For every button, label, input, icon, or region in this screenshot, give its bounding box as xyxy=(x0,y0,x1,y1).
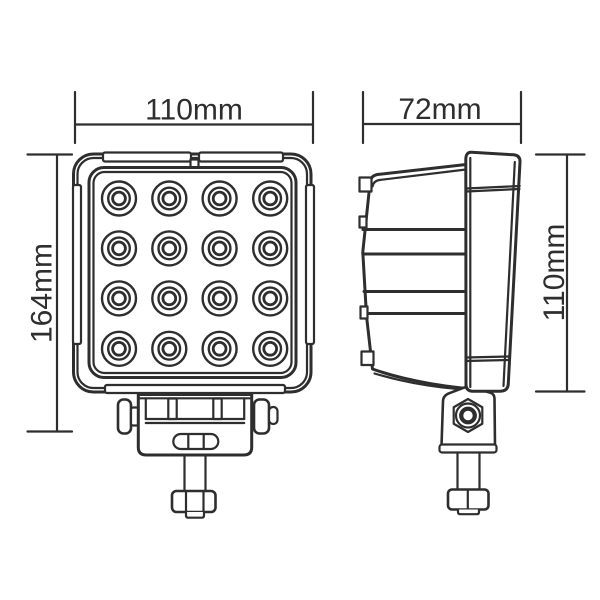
side-bezel-bottom-band xyxy=(464,355,510,363)
lens-bezel-outline xyxy=(87,166,298,379)
front-bolt-tip xyxy=(184,510,206,519)
top-rail-left xyxy=(101,151,193,163)
side-bolt-tip xyxy=(456,508,481,516)
pivot-bolt-center xyxy=(459,406,477,425)
led-lens-ring-2 xyxy=(207,286,232,311)
dim-label-front-width: 110mm xyxy=(145,94,243,127)
led-lens-ring-1 xyxy=(201,180,238,217)
dimension-front-width: 110mm xyxy=(73,90,315,145)
led-lens-ring-2 xyxy=(106,336,131,361)
pivot-base-plate xyxy=(438,443,498,454)
led-lens-ring-1 xyxy=(100,330,138,367)
front-nut xyxy=(170,489,217,514)
dimensions: 110mm 72mm 164mm 110mm xyxy=(26,90,586,433)
led-lens-ring-3 xyxy=(262,190,279,207)
bracket-body xyxy=(136,393,254,457)
led-lens-ring-3 xyxy=(211,240,228,257)
front-mounting-bracket xyxy=(116,393,279,519)
led-lens-ring-1 xyxy=(252,230,289,267)
rear-tab-3 xyxy=(359,305,369,320)
led-lens-ring-1 xyxy=(252,280,289,317)
led-lens-ring-2 xyxy=(258,186,283,211)
led-lens-ring-1 xyxy=(100,230,138,267)
led-lens-ring-1 xyxy=(201,230,238,267)
led-lens-ring-1 xyxy=(100,180,138,217)
led-lens-ring-1 xyxy=(252,330,289,367)
led-lens-ring-2 xyxy=(258,336,283,361)
led-lens-ring-2 xyxy=(106,286,131,311)
side-bezel-right-inner-line xyxy=(502,160,516,388)
dimension-side-height: 110mm xyxy=(534,153,586,393)
led-lens-ring-1 xyxy=(151,280,188,317)
led-lens-ring-3 xyxy=(161,290,178,307)
led-lens-ring-1 xyxy=(151,180,188,217)
led-lens-ring-2 xyxy=(258,286,283,311)
led-lens-ring-3 xyxy=(211,290,228,307)
side-body-bottom-line xyxy=(373,372,460,391)
led-lens-ring-1 xyxy=(100,280,138,317)
led-lens-ring-3 xyxy=(262,290,279,307)
led-lens-ring-3 xyxy=(111,240,127,257)
side-bezel-top-band xyxy=(464,184,521,193)
led-lens-ring-2 xyxy=(207,336,232,361)
top-rail-right xyxy=(197,151,285,163)
led-lens-ring-2 xyxy=(157,236,182,261)
side-stem xyxy=(456,451,481,491)
bracket-left-knob xyxy=(116,398,133,435)
led-lens-ring-1 xyxy=(201,280,238,317)
bracket-rib-left xyxy=(167,397,178,421)
front-nut-facets xyxy=(184,490,205,513)
led-lens-ring-3 xyxy=(211,190,228,207)
led-lens-ring-2 xyxy=(157,286,182,311)
front-stem xyxy=(183,453,207,493)
rear-tab-2 xyxy=(358,215,368,229)
led-lens-ring-3 xyxy=(111,190,127,207)
led-lens-ring-3 xyxy=(161,340,178,357)
bracket-rib-right xyxy=(212,397,223,421)
rear-tab-4 xyxy=(360,350,375,367)
dimension-front-height: 164mm xyxy=(26,153,74,433)
led-lens-ring-3 xyxy=(211,340,228,357)
dimension-side-depth: 72mm xyxy=(361,90,523,145)
bottom-rail xyxy=(103,383,287,395)
led-lens-ring-3 xyxy=(262,240,279,257)
fin-lines xyxy=(361,228,467,315)
side-view xyxy=(358,150,522,516)
led-lens-ring-3 xyxy=(161,190,178,207)
led-lens-ring-3 xyxy=(262,340,279,357)
pivot-washer xyxy=(454,402,482,429)
led-lens-ring-1 xyxy=(252,180,289,217)
lens-bezel-inner-line xyxy=(92,170,293,375)
led-lens-ring-3 xyxy=(111,340,127,357)
dim-label-side-depth: 72mm xyxy=(398,93,481,126)
bracket-slot-lines xyxy=(187,433,205,450)
bracket-right-knob xyxy=(252,398,271,435)
led-lens-ring-1 xyxy=(151,330,188,367)
bracket-inner-walls xyxy=(144,397,246,421)
led-lens-ring-1 xyxy=(151,230,188,267)
rear-tab-1 xyxy=(358,176,373,193)
led-lens-ring-2 xyxy=(207,236,232,261)
side-body-outline xyxy=(361,163,468,390)
side-body-top-inner-line xyxy=(371,168,468,188)
dim-label-front-height: 164mm xyxy=(26,243,59,343)
led-lens-ring-2 xyxy=(258,236,283,261)
led-lens-ring-2 xyxy=(157,336,182,361)
dim-label-side-height: 110mm xyxy=(538,224,571,322)
bracket-right-knob-tip xyxy=(267,405,279,426)
bracket-slot xyxy=(172,432,220,451)
led-lens-ring-3 xyxy=(111,290,127,307)
led-grid xyxy=(100,180,289,367)
led-lens-ring-2 xyxy=(106,236,131,261)
led-lens-ring-1 xyxy=(201,330,238,367)
led-lens-ring-2 xyxy=(207,186,232,211)
left-rail xyxy=(71,183,83,346)
led-lens-ring-2 xyxy=(106,186,131,211)
led-lens-ring-2 xyxy=(157,186,182,211)
led-lens-ring-3 xyxy=(161,240,178,257)
front-view xyxy=(71,151,316,519)
right-rail xyxy=(304,183,316,346)
